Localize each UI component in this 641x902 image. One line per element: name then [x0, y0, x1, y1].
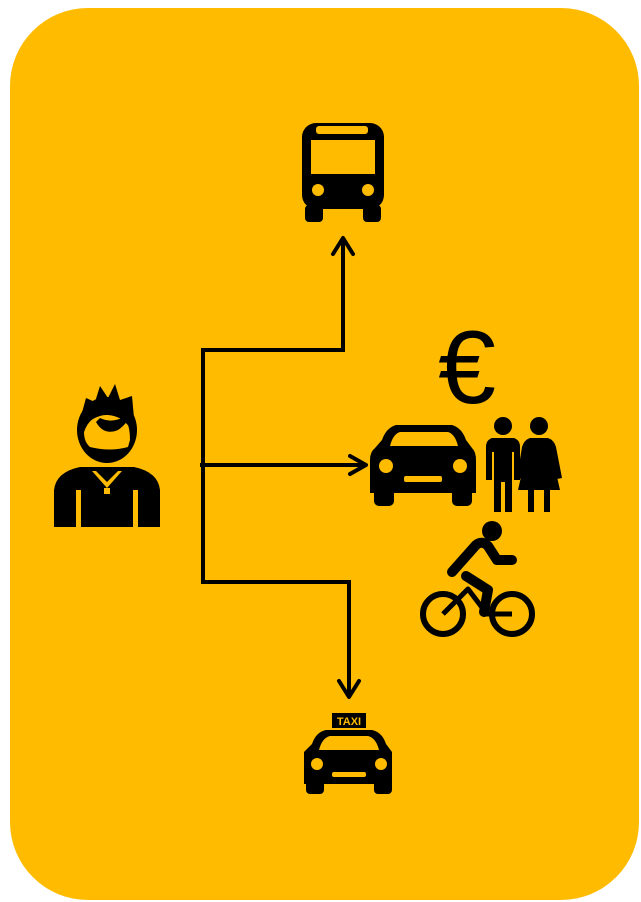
person-icon: [54, 384, 160, 527]
cyclist-icon: [420, 521, 535, 637]
euro-icon: €: [438, 310, 496, 426]
connector-lines: [200, 240, 365, 695]
arrowhead-down: [337, 679, 361, 699]
bus-icon: [302, 123, 384, 222]
person-hair-fringe: [82, 407, 130, 432]
arrowheads: [331, 236, 368, 699]
taxi-icon: TAXI: [304, 713, 392, 794]
branch-down-line: [201, 350, 351, 695]
taxi-sign-text: TAXI: [337, 716, 361, 728]
couple-icon: [486, 417, 562, 512]
arrowhead-right: [348, 454, 368, 476]
arrowhead-up: [331, 236, 355, 256]
branch-up-line: [200, 240, 345, 467]
